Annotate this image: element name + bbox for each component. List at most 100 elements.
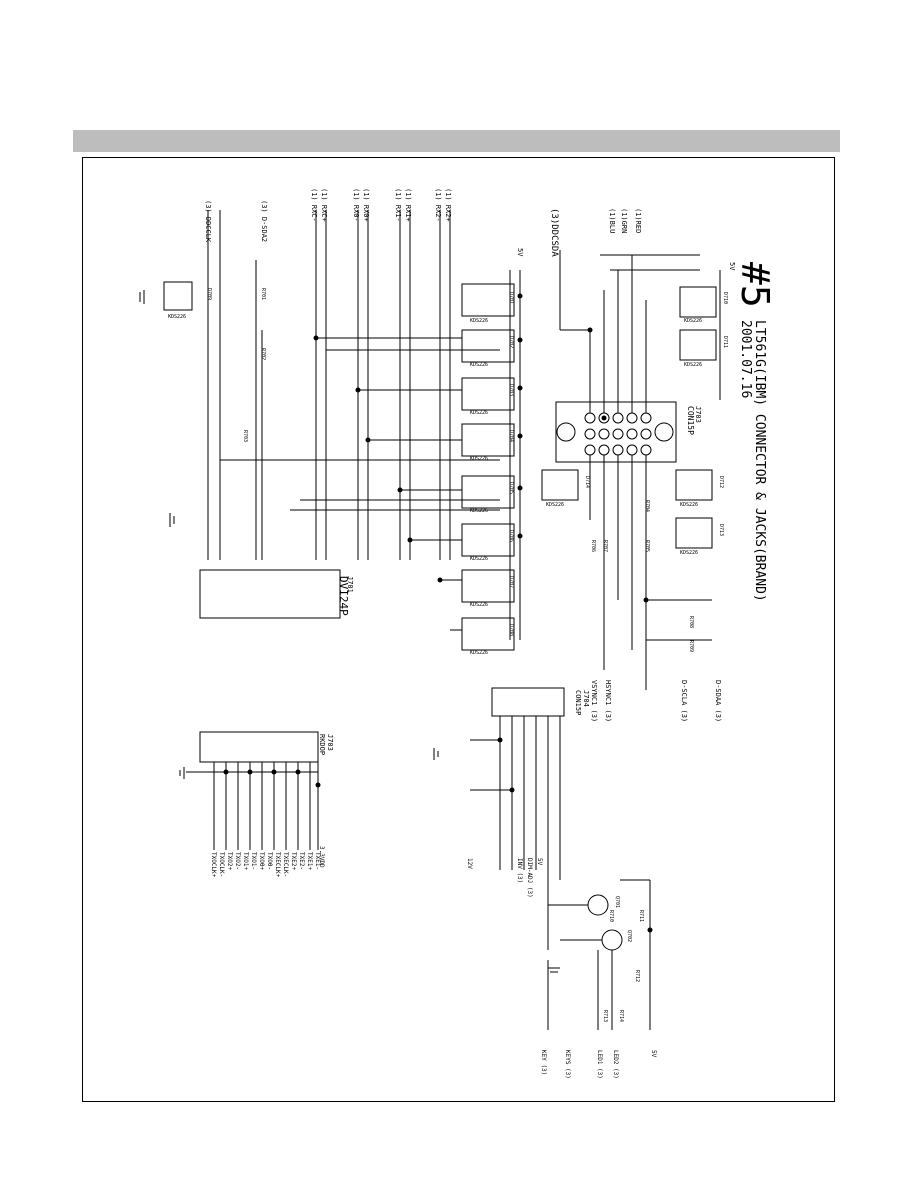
resistor-ref: R711 (638, 910, 644, 922)
diode-part-label: KDS226 (470, 650, 488, 656)
panel-connector-body (199, 731, 319, 763)
vga-signal-label: (1)RED (634, 208, 642, 233)
transistor-ref: Q701 (614, 896, 620, 908)
dsub-ref: J703 (694, 406, 702, 423)
diode-ref: D714 (584, 476, 590, 488)
key-signal-label: KEY (3) (540, 1050, 547, 1075)
board-ref: J704 (582, 690, 590, 707)
diode-ref: D704 (508, 430, 514, 442)
lvds-signal-label: TXECLK+ (274, 852, 281, 878)
diode-part-label: KDS226 (684, 318, 702, 324)
diode-ref: D705 (508, 482, 514, 494)
supply-5v: 5V (728, 262, 736, 271)
vga-signal-label: (1)GRN (620, 208, 628, 233)
dvi-signal-label: (1) RX1- (394, 188, 402, 222)
supply-5v: 5V (516, 248, 524, 257)
lvds-signal-label: TXO1+ (242, 852, 249, 870)
dvi-signal-label: (1) RX0+ (362, 188, 370, 222)
resistor-ref: R707 (602, 540, 608, 552)
diode-part-label: KDS226 (470, 556, 488, 562)
schematic-frame (82, 157, 835, 1102)
diode-part-label: KDS226 (168, 314, 186, 320)
diode-part-label: KDS226 (680, 550, 698, 556)
dsub-mount-hole (556, 422, 576, 442)
resistor-ref: R713 (602, 1010, 608, 1022)
dvi-part: DVI24P (337, 576, 350, 616)
diode-ref: D711 (722, 336, 728, 348)
resistor-ref: R708 (688, 616, 694, 628)
resistor-ref: R710 (608, 910, 614, 922)
resistor-ref: R705 (644, 540, 650, 552)
sync-signal-label: D-SDAA (3) (714, 680, 722, 722)
diode-ref: D713 (718, 524, 724, 536)
power-signal-label: INV (3) (516, 858, 523, 883)
diode-ref: D706 (508, 530, 514, 542)
lvds-signal-label: TXECLK- (282, 852, 289, 877)
dvi-signal-label: (1) RX2- (434, 188, 442, 222)
lvds-signal-label: TXOCLK+ (210, 852, 217, 878)
dvi-connector-body (199, 569, 341, 619)
lvds-signal-label: TXO0- (266, 852, 273, 870)
lvds-signal-label: TXE1- (314, 852, 321, 870)
lvds-signal-label: TXO0+ (258, 852, 265, 870)
schematic-date: 2001.07.16 (738, 320, 753, 398)
resistor-ref: R712 (634, 970, 640, 982)
key-signal-label: LED2 (3) (612, 1050, 619, 1079)
diode-part-label: KDS226 (470, 456, 488, 462)
vga-signal-label: (1)BLU (608, 208, 616, 233)
board-part: CON15P (574, 690, 582, 715)
lvds-signal-label: TXOCLK- (218, 852, 225, 877)
key-signal-label: 5V (650, 1050, 657, 1058)
vga-signal-label: (3)DDCSDA (549, 208, 559, 257)
diode-part-label: KDS226 (546, 502, 564, 508)
lvds-signal-label: TXE2- (298, 852, 305, 870)
page-number: #5 (733, 262, 777, 308)
key-signal-label: KEYS (3) (564, 1050, 571, 1079)
power-signal-label: 5V (536, 858, 543, 866)
diode-part-label: KDS226 (680, 502, 698, 508)
resistor-ref: R714 (618, 1010, 624, 1022)
power-signal-label: DIM-ADJ (3) (526, 858, 533, 898)
resistor-ref: R704 (644, 500, 650, 512)
dvi-signal-label: (1) RXC+ (320, 188, 328, 222)
dvi-signal-label: (1) RX1+ (404, 188, 412, 222)
lvds-signal-label: TXE2+ (290, 852, 297, 870)
dsub-mount-hole (654, 422, 674, 442)
diode-part-label: KDS226 (470, 508, 488, 514)
transistor-ref: Q702 (626, 930, 632, 942)
resistor-ref: R706 (590, 540, 596, 552)
diode-part-label: KDS226 (684, 362, 702, 368)
diode-ref: D712 (718, 476, 724, 488)
board-connector-body (491, 687, 565, 717)
dvi-signal-label: (1) RX2+ (444, 188, 452, 222)
diode-ref: D703 (508, 384, 514, 396)
dsub-connector-body (555, 401, 677, 463)
dvi-ref: J701 (346, 576, 354, 593)
resistor-ref: R702 (260, 348, 266, 360)
resistor-ref: R709 (688, 640, 694, 652)
panel-part: RKDOP (318, 734, 326, 755)
header-band (73, 130, 840, 152)
supply-3v3: 3.3VDD (318, 846, 325, 868)
dvi-signal-label: (1) RX0- (352, 188, 360, 222)
dsub-part: CON15P (686, 406, 695, 435)
diode-part-label: KDS226 (470, 602, 488, 608)
power-signal-label: 12V (466, 858, 473, 869)
lvds-signal-label: TXO1- (250, 852, 257, 870)
diode-part-label: KDS226 (470, 318, 488, 324)
diode-ref: D710 (722, 292, 728, 304)
diode-ref: D709 (206, 288, 212, 300)
diode-ref: D707 (508, 576, 514, 588)
ddc-signal-label: (3) D-SDA2 (260, 200, 268, 242)
sync-signal-label: HSYNC1 (3) (604, 680, 612, 722)
resistor-ref: R703 (242, 430, 248, 442)
panel-ref: J703 (326, 734, 334, 751)
lvds-signal-label: TXO2- (234, 852, 241, 870)
resistor-ref: R701 (260, 288, 266, 300)
dvi-signal-label: (1) RXC- (310, 188, 318, 222)
diode-part-label: KDS226 (470, 410, 488, 416)
lvds-signal-label: TXE1+ (306, 852, 313, 870)
diode-ref: D701 (508, 292, 514, 304)
